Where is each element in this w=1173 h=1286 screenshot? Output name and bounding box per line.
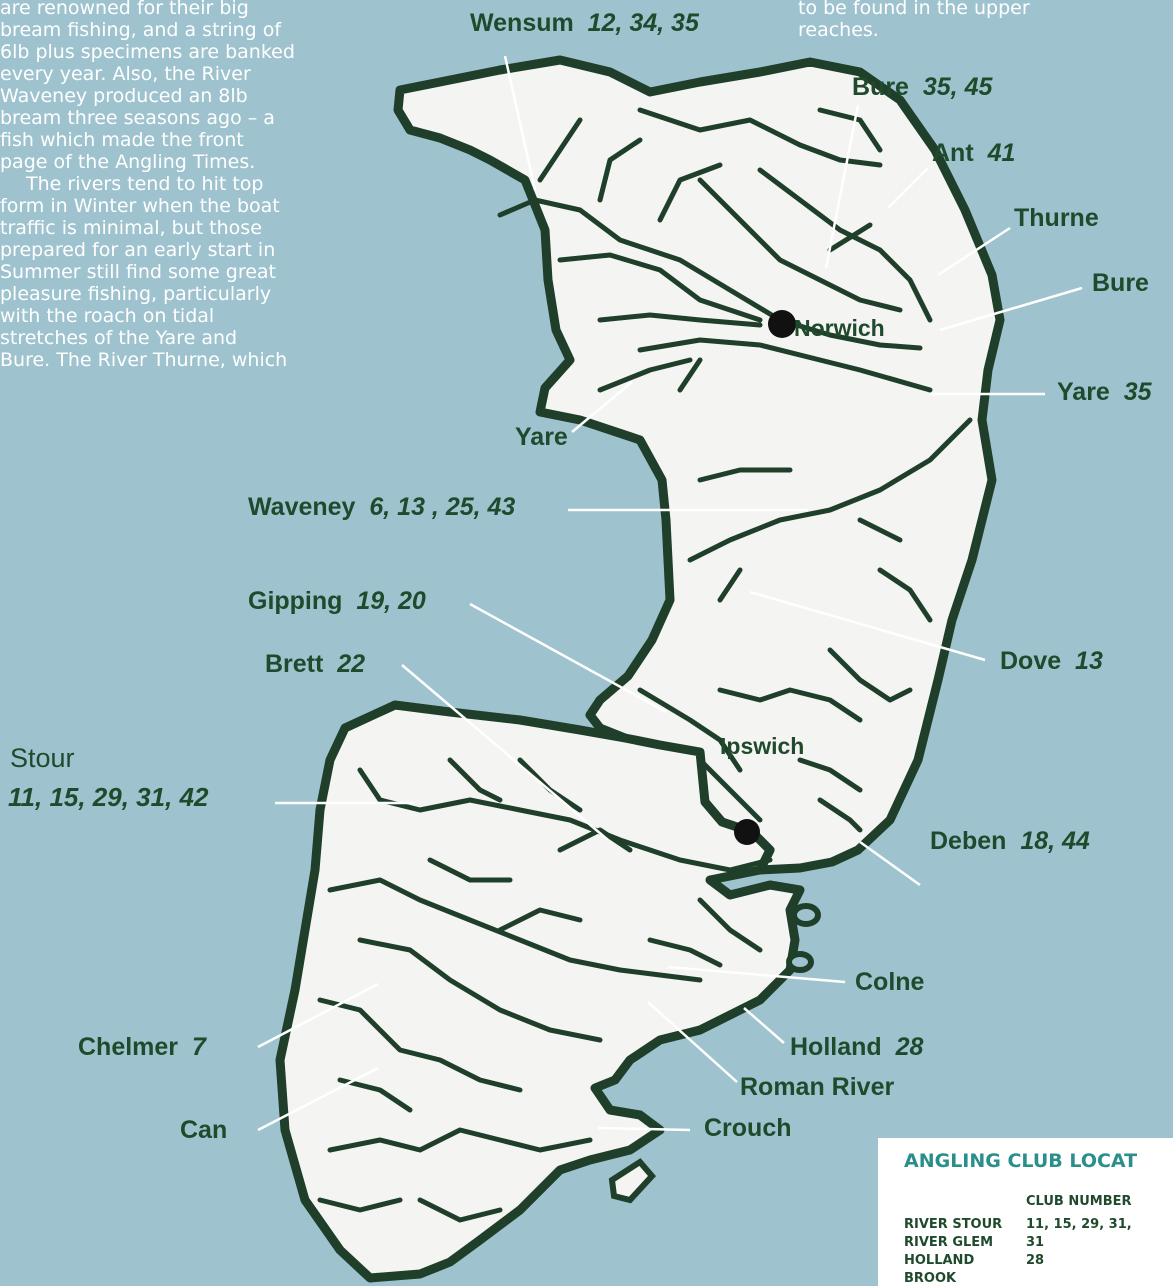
river-label-chelmer: Chelmer 7: [78, 1033, 206, 1061]
article-line: reaches.: [798, 19, 879, 41]
river-label-roman-river: Roman River: [740, 1073, 895, 1101]
article-line: The rivers tend to hit top: [26, 173, 264, 195]
river-label-brett: Brett 22: [265, 650, 366, 678]
article-line: bream three seasons ago – a: [0, 107, 275, 129]
article-line: prepared for an early start in: [0, 239, 276, 261]
river-network: [317, 107, 973, 1223]
river-label-ant: Ant 41: [932, 139, 1016, 167]
river-label-can: Can: [180, 1116, 228, 1144]
article-line: form in Winter when the boat: [0, 195, 280, 217]
article-line: 6lb plus specimens are banked: [0, 41, 295, 63]
article-line: to be found in the upper: [798, 0, 1030, 19]
article-line: fish which made the front: [0, 129, 244, 151]
article-line: Waveney produced an 8lb: [0, 85, 248, 107]
article-line: Summer still find some great: [0, 261, 276, 283]
river-label-deben: Deben 18, 44: [930, 827, 1090, 855]
angling-club-panel: ANGLING CLUB LOCAT CLUB NUMBER RIVER STO…: [878, 1138, 1173, 1286]
panel-row: BROOK: [904, 1271, 957, 1286]
river-label-crouch: Crouch: [704, 1114, 792, 1142]
river-label-gipping: Gipping 19, 20: [248, 587, 426, 615]
river-label-yare-west: Yare: [515, 423, 568, 451]
estuary-island-2: [786, 951, 814, 973]
river-label-stour: Stour: [10, 743, 75, 773]
river-label-colne: Colne: [855, 968, 925, 996]
article-line: page of the Angling Times.: [0, 151, 256, 173]
norwich-dot: [768, 310, 796, 338]
article-line: pleasure fishing, particularly: [0, 283, 272, 305]
river-label-yare-east: Yare 35: [1057, 378, 1152, 406]
river-label-waveney: Waveney 6, 13 , 25, 43: [248, 493, 516, 521]
panel-column-header: CLUB NUMBER: [1026, 1194, 1132, 1209]
river-label-holland: Holland 28: [790, 1033, 924, 1061]
river-label-bure-east: Bure: [1092, 269, 1149, 297]
essex-land: [275, 700, 805, 1283]
river-label-dove: Dove 13: [1000, 647, 1103, 675]
river-label-wensum: Wensum 12, 34, 35: [470, 9, 699, 37]
article-line: with the roach on tidal: [0, 305, 215, 327]
panel-title: ANGLING CLUB LOCAT: [904, 1150, 1138, 1172]
river-label-bure-north: Bure 35, 45: [852, 73, 993, 101]
estuary-island-3: [608, 1158, 657, 1204]
river-label-stour-clubs: 11, 15, 29, 31, 42: [8, 782, 209, 812]
article-right-column: to be found in the upper reaches.: [798, 0, 1158, 41]
article-line: Bure. The River Thurne, which: [0, 349, 288, 371]
article-left-column: are renowned for their big bream fishing…: [0, 0, 385, 371]
article-line: are renowned for their big: [0, 0, 249, 19]
town-label-ipswich: Ipswich: [720, 733, 805, 759]
article-line: traffic is minimal, but those: [0, 217, 262, 239]
article-line: bream fishing, and a string of: [0, 19, 282, 41]
estuary-island-1: [791, 903, 821, 927]
town-label-norwich: Norwich: [794, 315, 885, 341]
article-line: stretches of the Yare and: [0, 327, 238, 349]
river-label-thurne: Thurne: [1014, 204, 1099, 232]
ipswich-dot: [734, 819, 760, 845]
article-line: every year. Also, the River: [0, 63, 251, 85]
leader-lines: [257, 55, 1083, 1132]
